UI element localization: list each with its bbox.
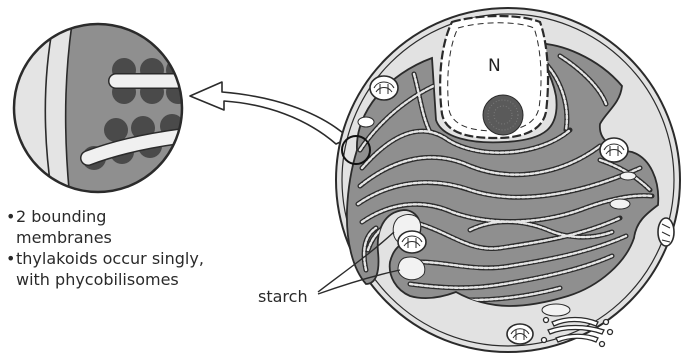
feature-line: membranes — [16, 227, 204, 248]
mitochondrion — [658, 218, 674, 246]
nucleus-label: N — [488, 56, 501, 76]
mitochondrion — [507, 324, 533, 344]
feature-item-thylakoids: thylakoids occur singly, with phycobilis… — [6, 248, 204, 290]
mitochondrion — [600, 138, 628, 162]
zoom-thylakoid-upper — [112, 58, 200, 104]
magnify-arrow-body — [190, 82, 349, 144]
mitochondrion — [370, 76, 398, 100]
zoom-stroma — [66, 10, 200, 200]
starch-label: starch — [258, 287, 308, 306]
starch-grain — [610, 199, 630, 209]
starch-grain — [542, 304, 570, 316]
feature-line: 2 bounding — [16, 206, 204, 227]
mitochondrion — [398, 231, 426, 253]
feature-list: 2 bounding membranes thylakoids occur si… — [6, 206, 204, 290]
phycobilisome-dot — [104, 118, 128, 142]
zoom-inset — [14, 10, 200, 200]
feature-line: thylakoids occur singly, — [16, 248, 204, 269]
magnify-arrow — [190, 82, 349, 144]
nucleus — [440, 16, 548, 138]
feature-item-membranes: 2 bounding membranes — [6, 206, 204, 248]
vacuole — [358, 117, 374, 127]
starch-grain — [398, 257, 425, 280]
pyrenoid — [483, 95, 523, 135]
feature-line: with phycobilisomes — [16, 269, 204, 290]
starch-grain — [620, 172, 636, 180]
